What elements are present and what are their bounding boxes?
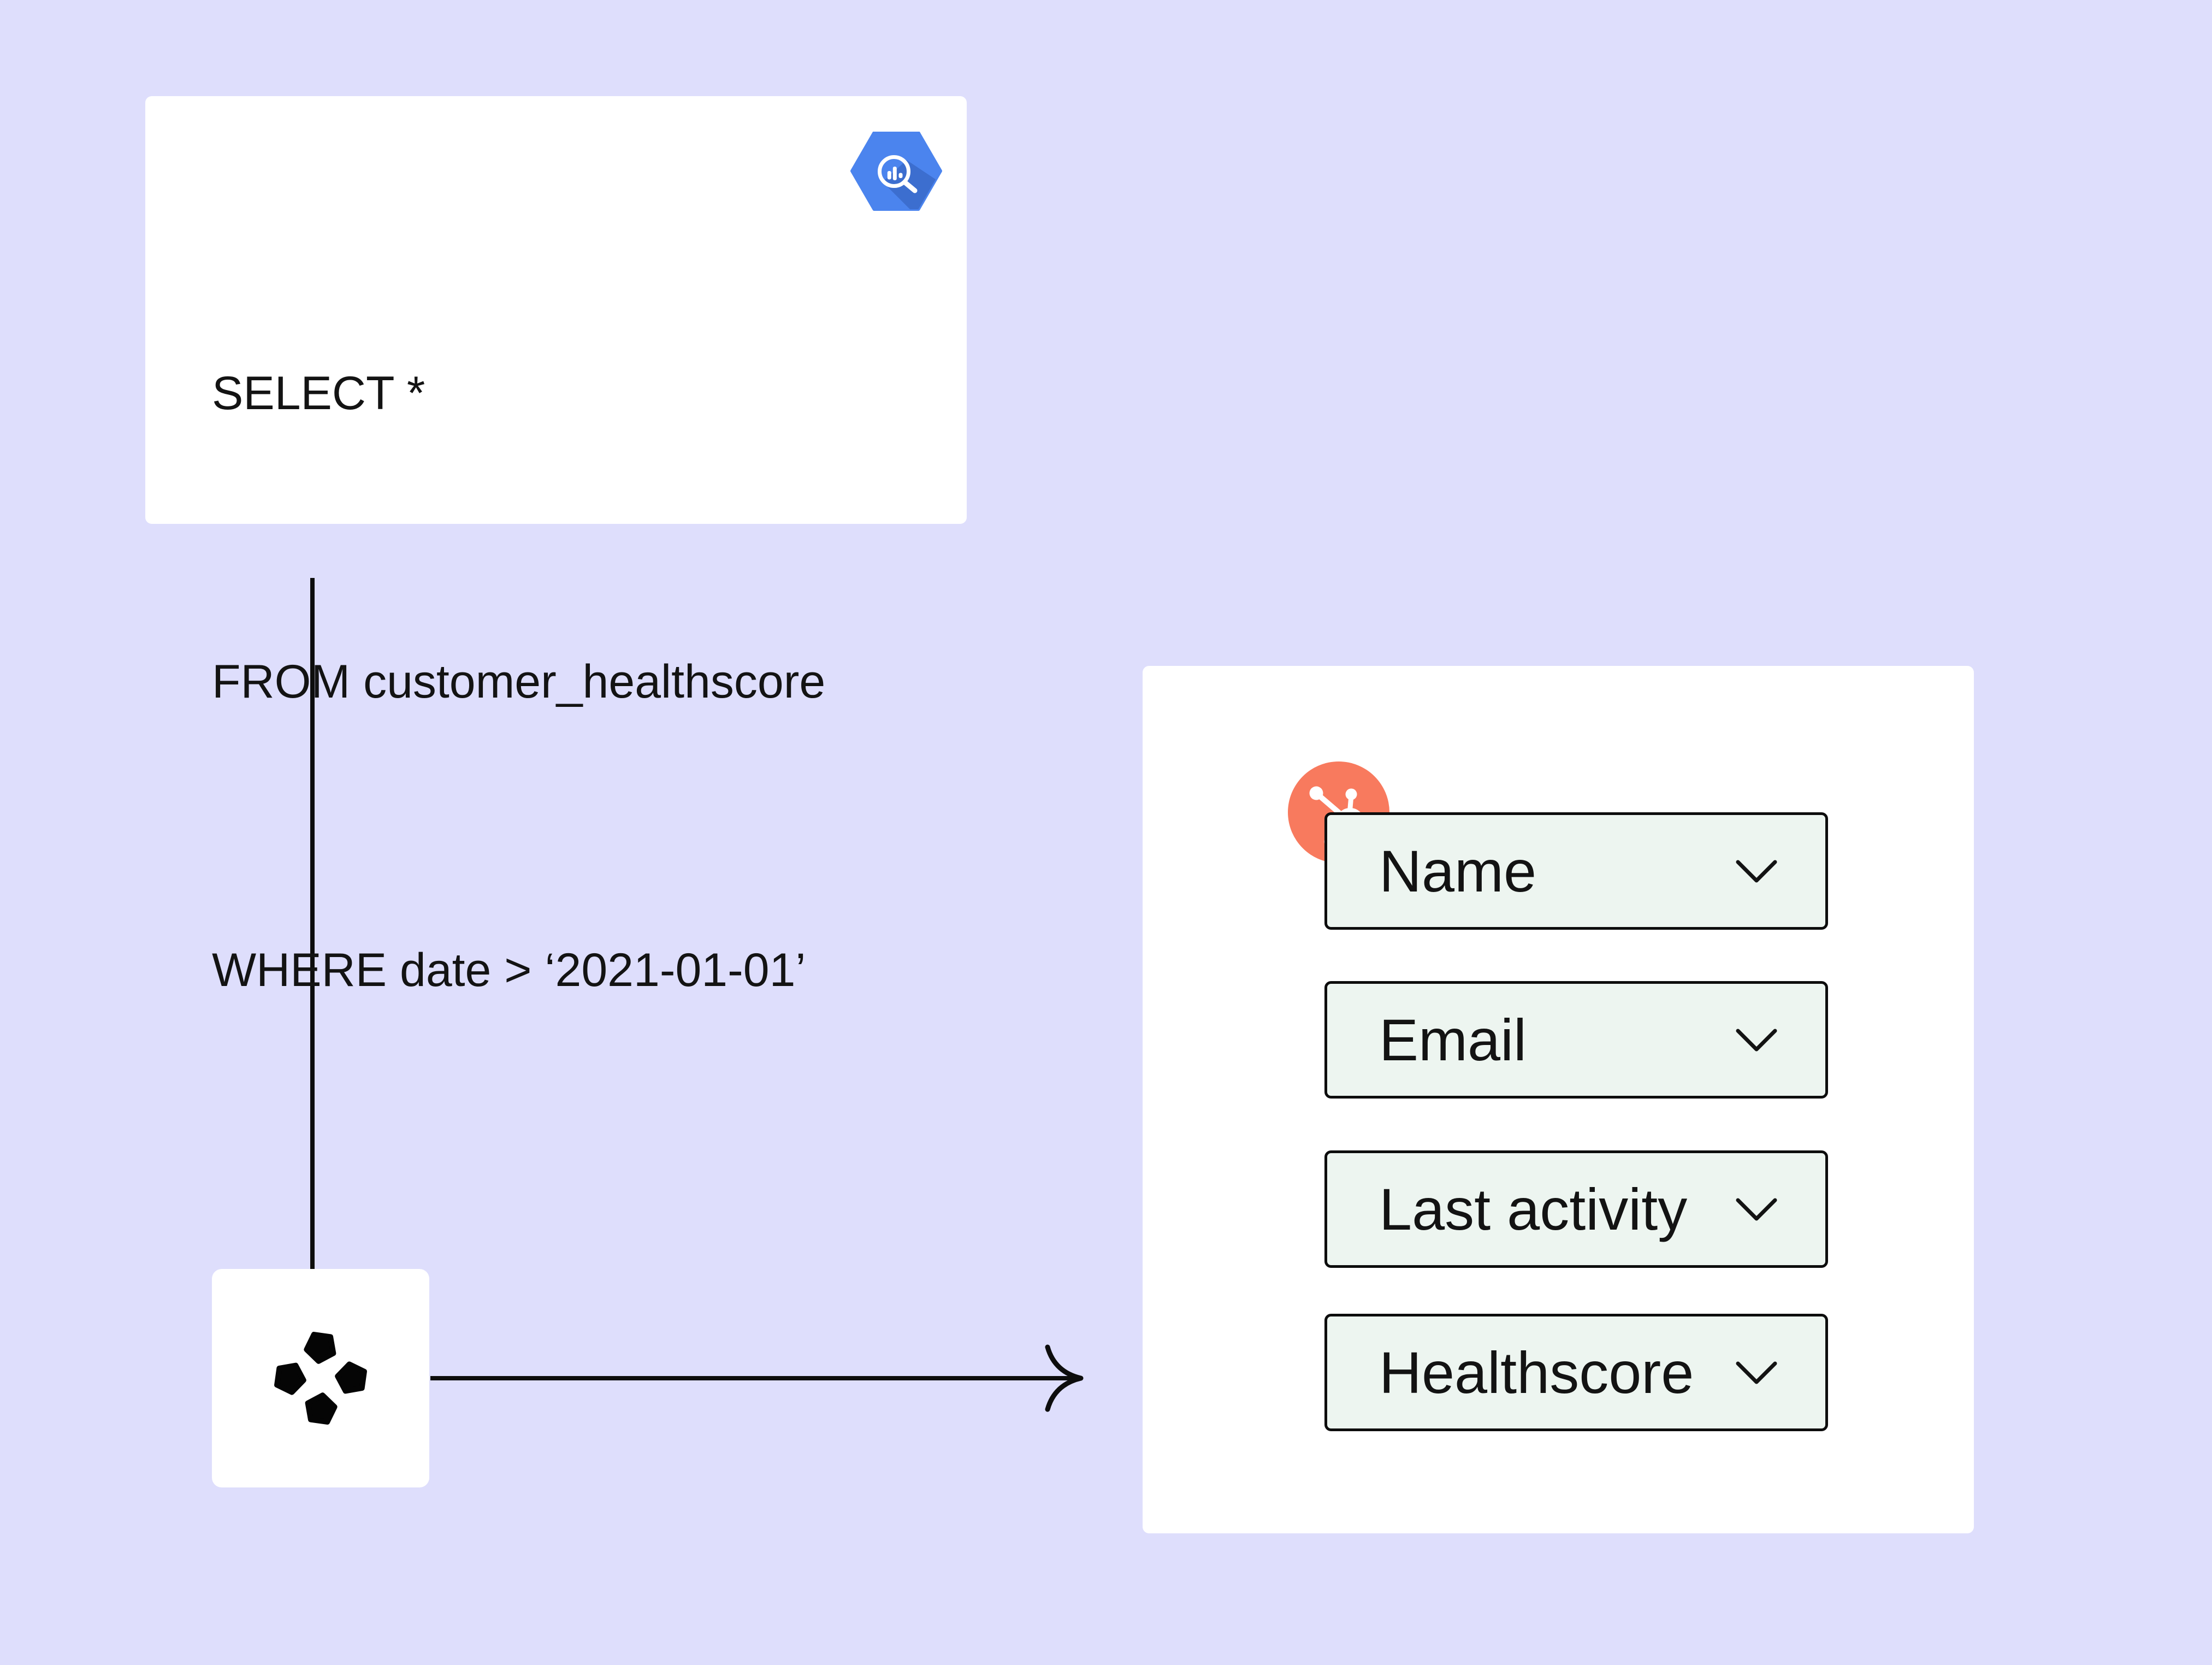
field-dropdown-label: Last activity xyxy=(1379,1176,1688,1242)
chevron-down-icon xyxy=(1736,860,1777,882)
field-dropdown-label: Healthscore xyxy=(1379,1339,1694,1406)
field-dropdown-healthscore[interactable]: Healthscore xyxy=(1324,1314,1828,1431)
chevron-down-icon xyxy=(1736,1361,1777,1384)
sql-line-where: WHERE date > ‘2021-01-01’ xyxy=(212,944,806,996)
chevron-down-icon xyxy=(1736,1029,1777,1051)
census-icon xyxy=(274,1332,367,1425)
field-dropdown-email[interactable]: Email xyxy=(1324,981,1828,1099)
hubspot-card: Name Email Last activity Healthscore xyxy=(1143,666,1974,1533)
sql-query-card: SELECT * FROM customer_healthscore WHERE… xyxy=(145,96,967,996)
chevron-down-icon xyxy=(1736,1198,1777,1220)
sql-query-text: SELECT * FROM customer_healthscore WHERE… xyxy=(212,153,825,1211)
field-dropdown-label: Email xyxy=(1379,1007,1527,1073)
bigquery-icon xyxy=(850,132,942,211)
census-node xyxy=(212,1269,429,1487)
field-dropdown-last-activity[interactable]: Last activity xyxy=(1324,1150,1828,1268)
field-dropdown-name[interactable]: Name xyxy=(1324,812,1828,930)
arrowhead-icon xyxy=(1045,1344,1084,1412)
sql-line-from: FROM customer_healthscore xyxy=(212,656,826,708)
field-dropdown-label: Name xyxy=(1379,838,1537,904)
sql-line-select: SELECT * xyxy=(212,367,425,420)
